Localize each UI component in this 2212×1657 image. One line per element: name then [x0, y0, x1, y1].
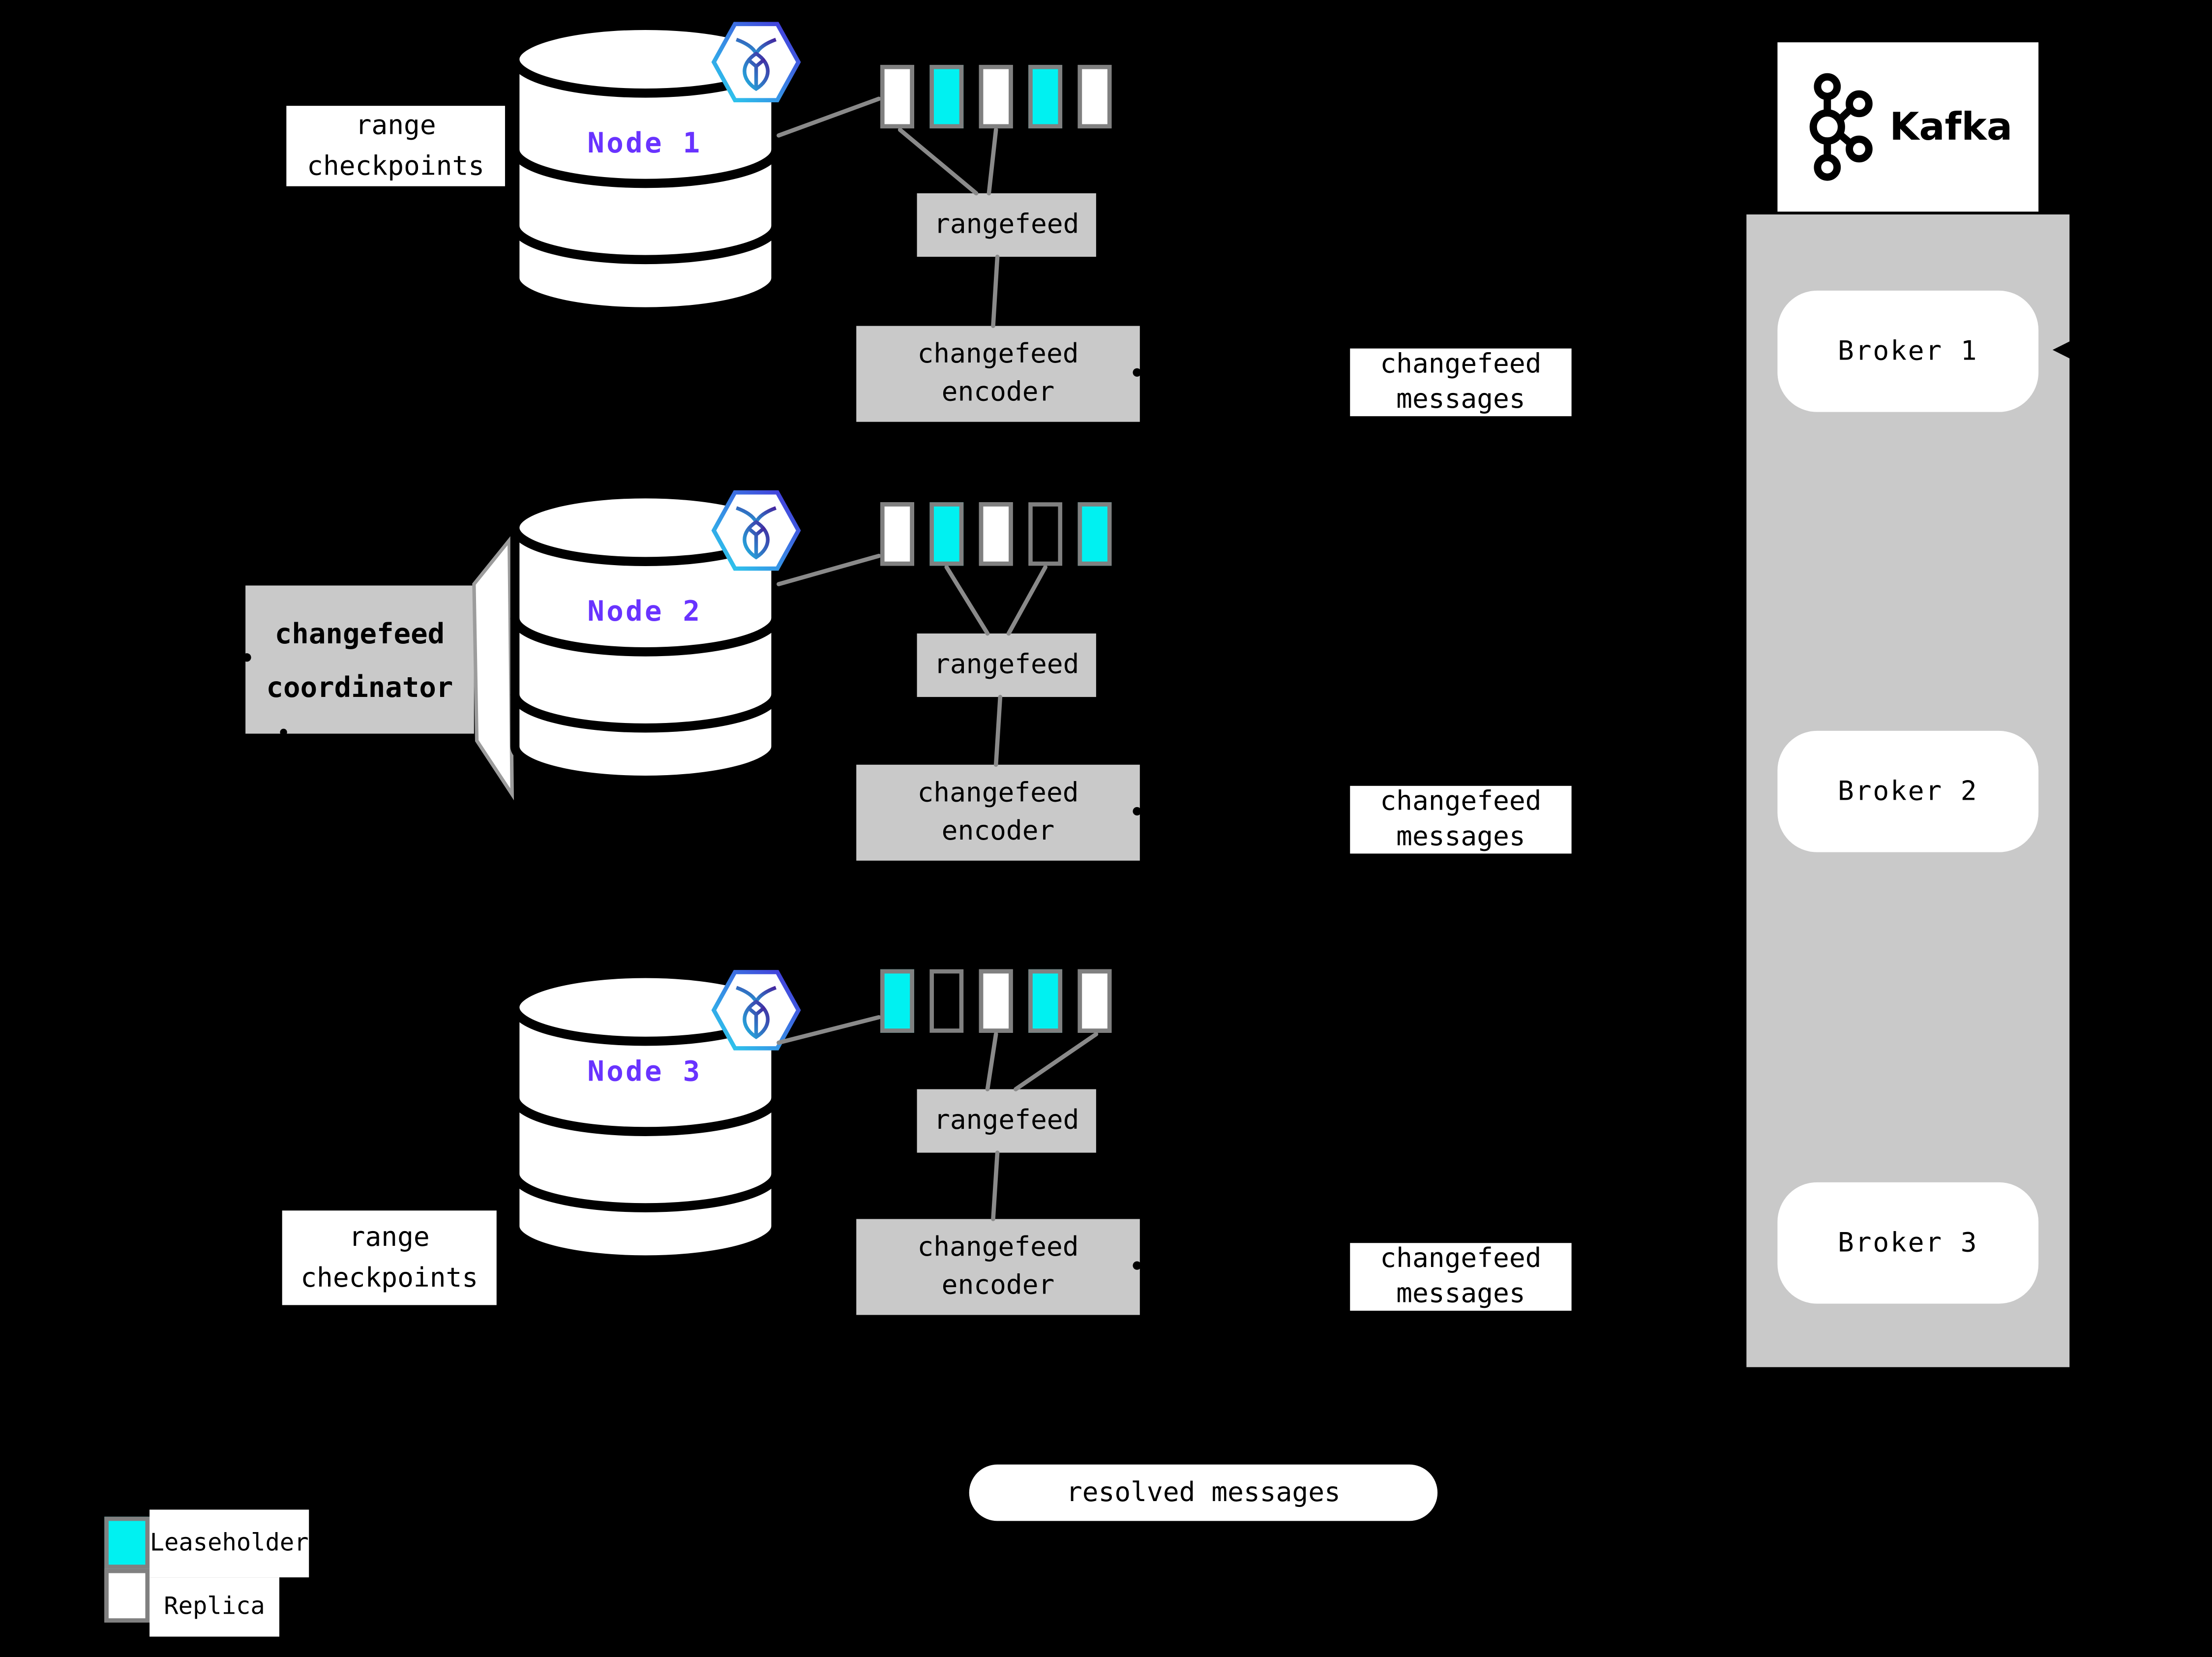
node1-cylinder-lid — [510, 21, 781, 98]
changefeed-messages-label-2: changefeed messages — [1350, 785, 1572, 854]
rangefeed-box-node2: rangefeed — [917, 633, 1096, 697]
node2-label: Node 2 — [587, 594, 702, 628]
connector-range-to-rangefeed2 — [944, 565, 990, 636]
changefeed-encoder-box-node3: changefeed encoder — [856, 1219, 1140, 1315]
range-square — [979, 502, 1013, 566]
legend-replica-label: Replica — [149, 1577, 279, 1637]
kafka-logo-box: Kafka — [1777, 42, 2039, 212]
cockroachdb-logo-hexagon-icon — [711, 490, 801, 571]
connector-node1-to-ranges — [777, 96, 881, 138]
changefeed-messages-label-1: changefeed messages — [1350, 348, 1572, 417]
node3-cylinder — [510, 969, 781, 1265]
node2-cylinder-lid — [510, 489, 781, 567]
range-square — [1028, 64, 1063, 129]
connector-range-to-rangefeed1 — [986, 127, 998, 196]
range-square — [880, 969, 914, 1033]
range-square — [979, 969, 1013, 1033]
connector-range-to-rangefeed3 — [985, 1032, 998, 1091]
range-square — [880, 502, 914, 566]
range-checkpoints-label-top: range checkpoints — [286, 106, 505, 186]
changefeed-encoder-box-node1: changefeed encoder — [856, 326, 1140, 422]
connector-rangefeed2-to-encoder2 — [993, 694, 1003, 767]
connector-range-to-rangefeed3 — [1014, 1032, 1099, 1091]
node3-cylinder-lid — [510, 969, 781, 1046]
node1-cylinder — [510, 21, 781, 317]
rangefeed-box-node3: rangefeed — [917, 1089, 1096, 1153]
node2-cylinder — [510, 489, 781, 785]
kafka-logo-icon — [1810, 73, 1874, 181]
legend-leaseholder-swatch — [104, 1516, 150, 1569]
range-square — [979, 64, 1013, 129]
node1-cylinder-body — [510, 21, 781, 317]
broker-label: Broker 1 — [1838, 335, 1978, 367]
connector-rangefeed1-to-encoder1 — [991, 254, 1000, 328]
cockroachdb-logo-hexagon-icon — [711, 970, 801, 1051]
changefeed-messages-label-3: changefeed messages — [1350, 1243, 1572, 1311]
connector-rangefeed3-to-encoder3 — [991, 1150, 1000, 1221]
range-square — [929, 502, 964, 566]
rangefeed-box-node1: rangefeed — [917, 193, 1096, 257]
connector-node3-to-ranges — [777, 1015, 881, 1045]
connector-range-to-rangefeed1 — [897, 127, 979, 196]
range-squares-node1 — [880, 64, 1112, 129]
node3-cylinder-band — [510, 1097, 781, 1136]
broker-card-2: Broker 2 — [1777, 730, 2039, 852]
connector-range-to-rangefeed2 — [1006, 565, 1047, 636]
legend-leaseholder-label: Leaseholder — [149, 1509, 309, 1578]
broker-card-3: Broker 3 — [1777, 1182, 2039, 1304]
node2-cylinder-body — [510, 489, 781, 785]
broker-card-1: Broker 1 — [1777, 290, 2039, 412]
node1-cylinder-band — [510, 225, 781, 265]
kafka-wordmark: Kafka — [1889, 105, 2013, 149]
connector-node2-to-ranges — [777, 553, 881, 586]
changefeed-encoder-box-node2: changefeed encoder — [856, 764, 1140, 861]
range-square — [1028, 969, 1063, 1033]
range-squares-node3 — [880, 969, 1112, 1033]
range-square — [1077, 969, 1112, 1033]
range-square — [1028, 502, 1063, 566]
legend-replica-swatch — [104, 1568, 150, 1623]
node2-cylinder-band — [510, 693, 781, 733]
range-squares-node2 — [880, 502, 1112, 566]
node3-cylinder-band — [510, 1173, 781, 1212]
cockroachdb-logo-hexagon-icon — [711, 22, 801, 102]
range-square — [880, 64, 914, 129]
resolved-messages-pill: resolved messages — [969, 1464, 1438, 1521]
range-checkpoints-label-bottom: range checkpoints — [282, 1210, 497, 1305]
range-square — [1077, 502, 1112, 566]
broker-label: Broker 2 — [1838, 776, 1978, 807]
node3-label: Node 3 — [587, 1054, 702, 1088]
changefeed-coordinator-box: changefeed coordinator — [245, 585, 474, 734]
broker-label: Broker 3 — [1838, 1227, 1978, 1259]
range-square — [1077, 64, 1112, 129]
range-square — [929, 64, 964, 129]
node1-label: Node 1 — [587, 125, 702, 160]
node3-cylinder-body — [510, 969, 781, 1265]
coordinator-door-panel — [472, 535, 514, 801]
range-square — [929, 969, 964, 1033]
